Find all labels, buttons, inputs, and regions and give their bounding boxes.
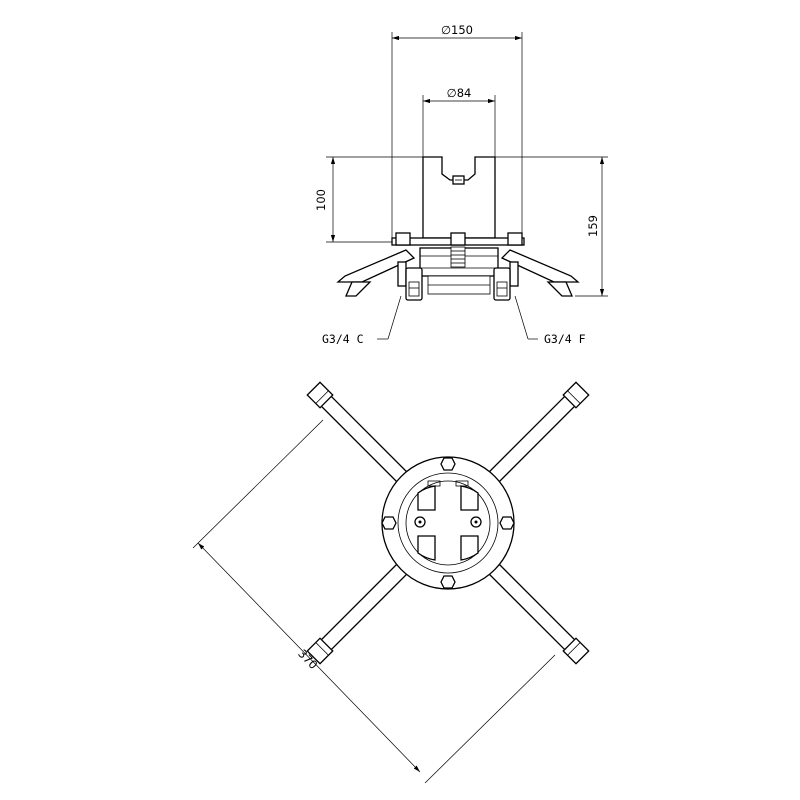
mounting-arms-side	[336, 249, 580, 297]
center-spring	[450, 246, 466, 268]
plan-cross-core	[417, 480, 479, 561]
dimension-inner-diameter: ∅84	[422, 86, 496, 158]
connection-right-fitting	[493, 261, 519, 301]
connection-left-label: G3/4 C	[322, 332, 364, 346]
plan-hex-bolts	[381, 457, 515, 589]
plan-arms	[306, 381, 590, 665]
dimension-body-height: 100	[314, 156, 423, 243]
body-height-label: 100	[314, 189, 328, 211]
plan-view: 370	[192, 381, 590, 784]
dimension-top-diameter: ∅150	[391, 23, 523, 245]
side-view: ∅150 ∅84 100 159	[314, 23, 608, 346]
inner-diameter-label: ∅84	[447, 86, 472, 100]
dimension-total-height: 159	[495, 156, 608, 297]
plan-inner-screws	[414, 516, 482, 528]
total-height-label: 159	[586, 215, 600, 237]
body-castellated	[422, 156, 496, 239]
connection-right-label: G3/4 F	[544, 332, 586, 346]
plan-flange-ring	[381, 456, 515, 590]
top-diameter-label: ∅150	[441, 23, 473, 37]
connection-left-fitting	[397, 261, 423, 301]
